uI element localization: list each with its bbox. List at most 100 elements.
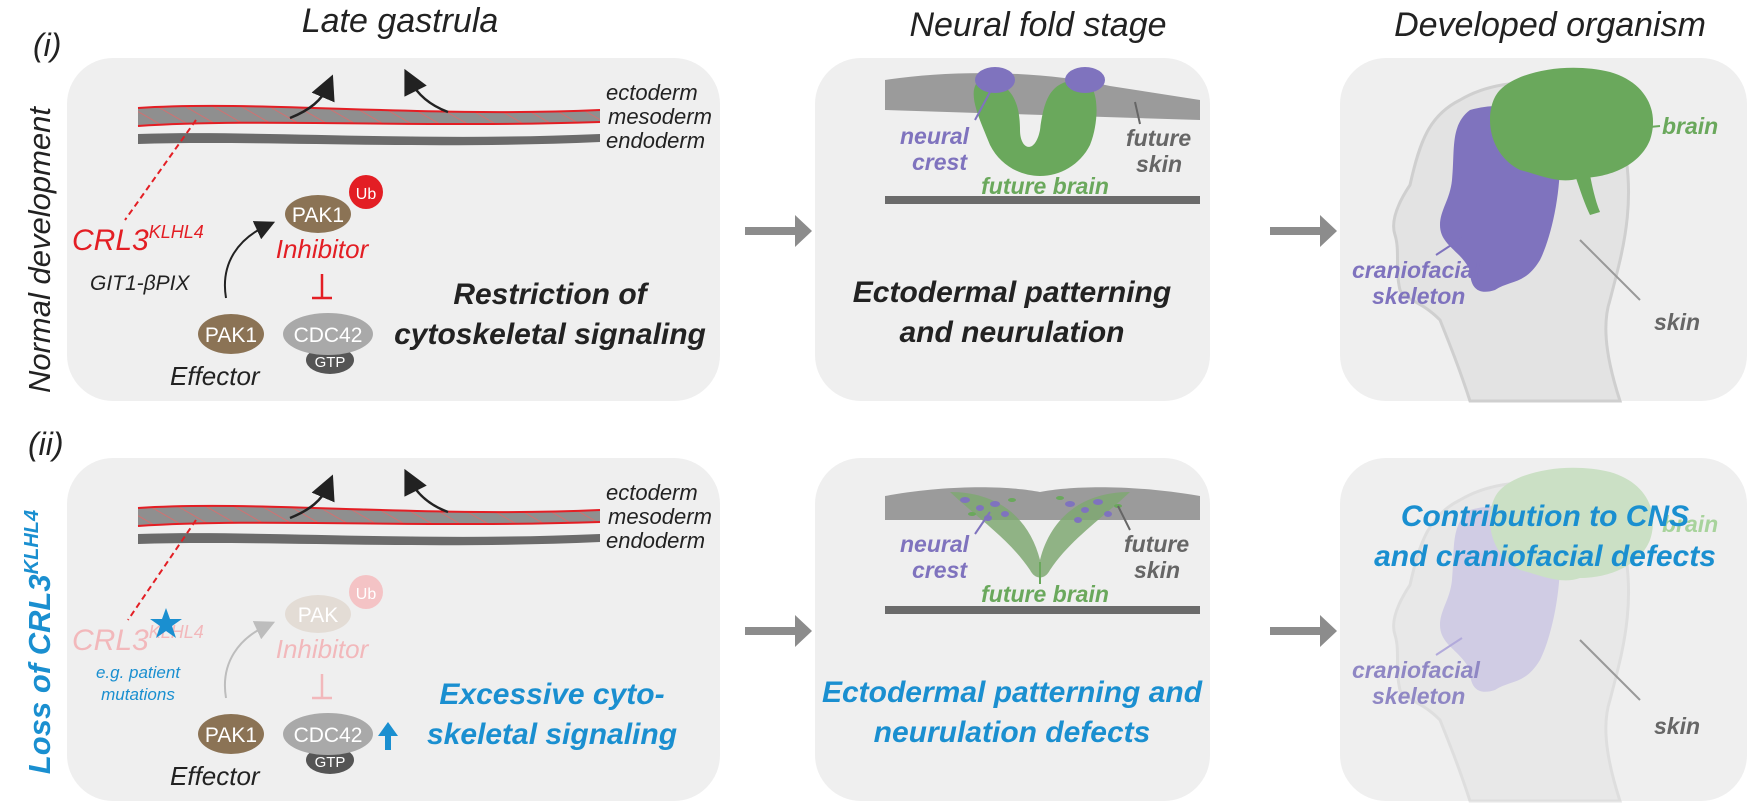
label-endoderm-ii: endoderm (606, 528, 705, 553)
future-skin-label-ii-2: skin (1134, 557, 1180, 583)
inhibition-bar-i (312, 274, 332, 300)
effector-label-i: Effector (170, 361, 261, 391)
label-mesoderm-i: mesoderm (608, 104, 712, 129)
cranio-label-ii-2: skeleton (1372, 683, 1465, 709)
pak-inhibitor-node-faded (285, 595, 351, 633)
cdc42-label-ii: CDC42 (294, 724, 363, 747)
mesoderm-line (137, 121, 601, 127)
ub-label-ii: Ub (356, 586, 377, 603)
future-brain-label-ii: future brain (981, 581, 1109, 607)
endoderm-base-ii (885, 606, 1200, 614)
cell-migration-arrow-ii-2 (404, 468, 449, 514)
future-skin-pointer-ii (1117, 505, 1131, 531)
inhibitor-label-i: Inhibitor (276, 234, 370, 264)
pak1-inhibitor-node (285, 195, 351, 233)
brain-shape-ii (1490, 467, 1654, 581)
row-label-normal-development: Normal development (22, 106, 57, 393)
git1-activation-arrow-faded (223, 621, 276, 699)
neural-crest-right-i (1065, 67, 1105, 93)
caption-normal-neural-2: and neurulation (900, 316, 1125, 349)
brain-label-ii: brain (1662, 511, 1718, 537)
gtp-label-i: GTP (315, 354, 346, 371)
pak1-effector-node-i (198, 314, 264, 354)
neural-crest-label-ii-1: neural (900, 531, 970, 557)
cranio-label-i-2: skeleton (1372, 283, 1465, 309)
crl3-label-i: CRL3KLHL4 (72, 222, 204, 257)
effector-label-ii: Effector (170, 761, 261, 791)
future-skin-label-ii-1: future (1124, 531, 1189, 557)
caption-normal-gastrula-2: cytoskeletal signaling (394, 318, 706, 351)
pak1-effector-label-i: PAK1 (205, 324, 257, 347)
mutations-label-2: mutations (101, 685, 175, 704)
pak1-effector-label-ii: PAK1 (205, 724, 257, 747)
label-ectoderm-i: ectoderm (606, 80, 698, 105)
gtp-label-ii: GTP (315, 754, 346, 771)
mesoderm-line-ii (137, 521, 601, 527)
ectoderm-surface-i (885, 73, 1200, 120)
skin-pointer-ii (1579, 639, 1641, 701)
skin-label-ii: skin (1654, 713, 1700, 739)
caption-loss-neural-2: neurulation defects (874, 716, 1151, 749)
mutations-label-1: e.g. patient (96, 663, 181, 682)
crl3-dashed-link-i (124, 119, 197, 221)
future-skin-label-i-2: skin (1136, 151, 1182, 177)
cdc42-node-ii (283, 713, 373, 755)
neural-crest-label-ii-2: crest (912, 557, 968, 583)
increase-arrow-icon (378, 722, 398, 750)
brainstem-shape-i (1575, 175, 1600, 215)
head-illustration-ii (1392, 467, 1654, 803)
stage-title-late-gastrula: Late gastrula (302, 2, 499, 40)
neural-fold-diagram-ii (885, 487, 1200, 614)
git1-activation-arrow (223, 221, 276, 299)
ub-label-i: Ub (356, 186, 377, 203)
pak-inhibitor-label-faded: PAK (298, 604, 338, 627)
cell-migration-arrow-ii-1 (289, 474, 335, 520)
cranio-label-i-1: craniofacial (1352, 257, 1480, 283)
cdc42-label-i: CDC42 (294, 324, 363, 347)
git1-label: GIT1-βPIX (90, 272, 191, 295)
cranio-pointer-ii (1435, 637, 1463, 656)
neural-fold-diagram-i (885, 67, 1200, 204)
future-brain-label-i: future brain (981, 173, 1109, 199)
pak1-effector-node-ii (198, 714, 264, 754)
skin-label-i: skin (1654, 309, 1700, 335)
inhibition-bar-ii (312, 674, 332, 700)
mesoderm-layer-ii (138, 505, 600, 526)
cell-migration-arrow-1 (289, 74, 335, 120)
cranio-pointer-i (1435, 237, 1463, 256)
arrow-gastrula-to-neural-i (745, 215, 812, 247)
caption-normal-neural-1: Ectodermal patterning (853, 276, 1171, 309)
label-ectoderm-ii: ectoderm (606, 480, 698, 505)
ub-tag-ii (349, 575, 383, 609)
skin-pointer-i (1579, 239, 1641, 301)
brain-shape-i (1490, 67, 1654, 181)
caption-loss-gastrula-2: skeletal signaling (427, 718, 677, 751)
neural-crest-left-i (975, 67, 1015, 93)
ectoderm-line-ii (137, 504, 601, 514)
cdc42-node-i (283, 313, 373, 355)
gastrula-layers-i (137, 68, 601, 146)
caption-normal-gastrula-1: Restriction of (453, 278, 649, 311)
cell-migration-arrow-2 (404, 68, 449, 114)
gastrula-layers-ii (137, 468, 601, 546)
cranio-label-ii-1: craniofacial (1352, 657, 1480, 683)
future-skin-label-i-1: future (1126, 125, 1191, 151)
endoderm-layer-ii (138, 533, 600, 546)
future-brain-shape-i (973, 80, 1097, 176)
future-brain-shape-ii (950, 492, 1130, 578)
caption-loss-organism-1: Contribution to CNS (1401, 500, 1689, 533)
crl3-label-ii: CRL3KLHL4 (72, 622, 204, 657)
label-mesoderm-ii: mesoderm (608, 504, 712, 529)
brain-pointer-i (1639, 125, 1661, 129)
mutation-star-icon (150, 608, 182, 638)
endoderm-base-i (885, 196, 1200, 204)
pak1-inhibitor-label: PAK1 (292, 204, 344, 227)
ub-tag-i (349, 175, 383, 209)
arrow-neural-to-organism-ii (1270, 615, 1337, 647)
arrow-gastrula-to-neural-ii (745, 615, 812, 647)
scattered-neural-crest-cells (960, 497, 1112, 523)
label-endoderm-i: endoderm (606, 128, 705, 153)
ectoderm-line (137, 104, 601, 114)
neural-crest-pointer-i (974, 91, 991, 121)
